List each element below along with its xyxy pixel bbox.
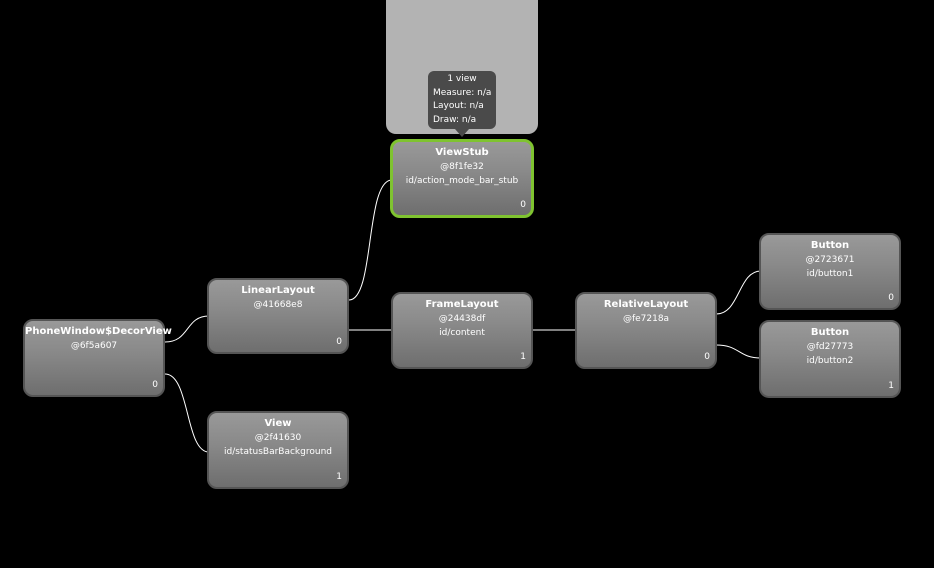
node-name: Button <box>810 240 850 251</box>
node-id: id/statusBarBackground <box>224 447 332 457</box>
tooltip-layout: Layout: n/a <box>433 101 484 111</box>
tooltip-pointer <box>455 129 469 137</box>
connector-decor-view <box>164 373 210 453</box>
node-button2[interactable]: Button @fd27773 id/button2 1 <box>759 320 901 398</box>
tooltip-draw: Draw: n/a <box>433 114 477 125</box>
node-relative-layout[interactable]: RelativeLayout @fe7218a 0 <box>575 292 717 369</box>
node-hash: @8f1fe32 <box>440 162 484 172</box>
node-hash: @fd27773 <box>806 342 854 352</box>
node-index: 1 <box>888 381 894 391</box>
node-decor-view[interactable]: PhoneWindow$DecorView @6f5a607 0 <box>23 319 172 397</box>
node-name: LinearLayout <box>241 285 315 296</box>
tooltip-view-count: 1 view <box>447 74 477 84</box>
node-id: id/button2 <box>806 356 854 366</box>
node-id: id/button1 <box>806 269 854 279</box>
node-hash: @2f41630 <box>254 433 302 443</box>
node-index: 1 <box>520 352 526 362</box>
view-stats-tooltip: 1 view Measure: n/a Layout: n/a Draw: n/… <box>428 71 496 129</box>
node-name: View <box>264 418 292 429</box>
connector-relative-button1 <box>715 270 762 315</box>
connector-linear-stub <box>348 179 393 301</box>
node-index: 0 <box>888 293 894 303</box>
node-button1[interactable]: Button @2723671 id/button1 0 <box>759 233 901 310</box>
node-linear-layout[interactable]: LinearLayout @41668e8 0 <box>207 278 349 354</box>
node-hash: @6f5a607 <box>70 341 118 351</box>
node-frame-layout[interactable]: FrameLayout @24438df id/content 1 <box>391 292 533 369</box>
tooltip-measure: Measure: n/a <box>433 87 492 98</box>
node-id: id/content <box>439 328 485 338</box>
node-index: 0 <box>704 352 710 362</box>
node-index: 0 <box>336 337 342 347</box>
node-view-stub[interactable]: ViewStub @8f1fe32 id/action_mode_bar_stu… <box>390 139 534 218</box>
node-hash: @41668e8 <box>253 300 303 310</box>
node-status-bar-view[interactable]: View @2f41630 id/statusBarBackground 1 <box>207 411 349 489</box>
node-hash: @fe7218a <box>622 314 670 324</box>
node-name: Button <box>810 327 850 338</box>
node-hash: @2723671 <box>805 255 855 265</box>
node-name: PhoneWindow$DecorView <box>25 326 172 337</box>
node-hash: @24438df <box>438 314 486 324</box>
node-index: 0 <box>152 380 158 390</box>
node-index: 0 <box>520 200 526 210</box>
node-name: FrameLayout <box>425 299 499 310</box>
node-name: ViewStub <box>435 147 489 158</box>
node-index: 1 <box>336 472 342 482</box>
node-name: RelativeLayout <box>603 299 689 310</box>
connector-relative-button2 <box>715 344 762 359</box>
node-id: id/action_mode_bar_stub <box>405 176 519 186</box>
connector-decor-linear <box>164 315 210 343</box>
